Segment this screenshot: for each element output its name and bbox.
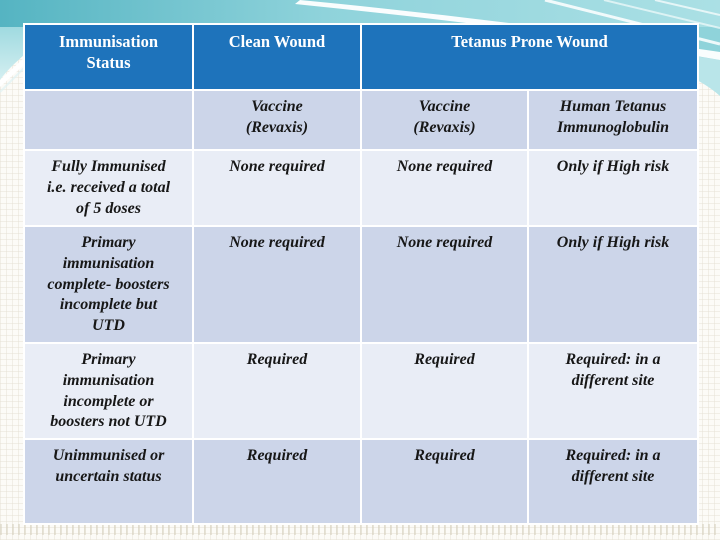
row-clean-vaccine-cell: Required xyxy=(194,344,360,438)
header-cell-clean-wound: Clean Wound xyxy=(194,25,360,89)
tetanus-immunisation-table: Immunisation Status Clean Wound Tetanus … xyxy=(23,23,699,525)
row-clean-vaccine-cell: None required xyxy=(194,151,360,225)
row-status-cell: Primary immunisation incomplete or boost… xyxy=(25,344,192,438)
row-immunoglobulin-cell: Required: in a different site xyxy=(529,440,697,523)
row-status-cell: Unimmunised or uncertain status xyxy=(25,440,192,523)
row-clean-vaccine-cell: Required xyxy=(194,440,360,523)
row-prone-vaccine-cell: None required xyxy=(362,227,527,342)
row-clean-vaccine-cell: None required xyxy=(194,227,360,342)
row-prone-vaccine-cell: Required xyxy=(362,344,527,438)
subheader-cell-immunoglobulin: Human Tetanus Immunoglobulin xyxy=(529,91,697,149)
row-status-cell: Primary immunisation complete- boosters … xyxy=(25,227,192,342)
row-immunoglobulin-cell: Only if High risk xyxy=(529,151,697,225)
row-prone-vaccine-cell: Required xyxy=(362,440,527,523)
header-cell-immunisation-status: Immunisation Status xyxy=(25,25,192,89)
row-immunoglobulin-cell: Only if High risk xyxy=(529,227,697,342)
header-cell-tetanus-prone-wound: Tetanus Prone Wound xyxy=(362,25,697,89)
subheader-cell-empty xyxy=(25,91,192,149)
row-status-cell: Fully Immunised i.e. received a total of… xyxy=(25,151,192,225)
slide-bottom-texture xyxy=(0,524,720,535)
row-immunoglobulin-cell: Required: in a different site xyxy=(529,344,697,438)
subheader-cell-prone-vaccine: Vaccine (Revaxis) xyxy=(362,91,527,149)
row-prone-vaccine-cell: None required xyxy=(362,151,527,225)
subheader-cell-clean-vaccine: Vaccine (Revaxis) xyxy=(194,91,360,149)
